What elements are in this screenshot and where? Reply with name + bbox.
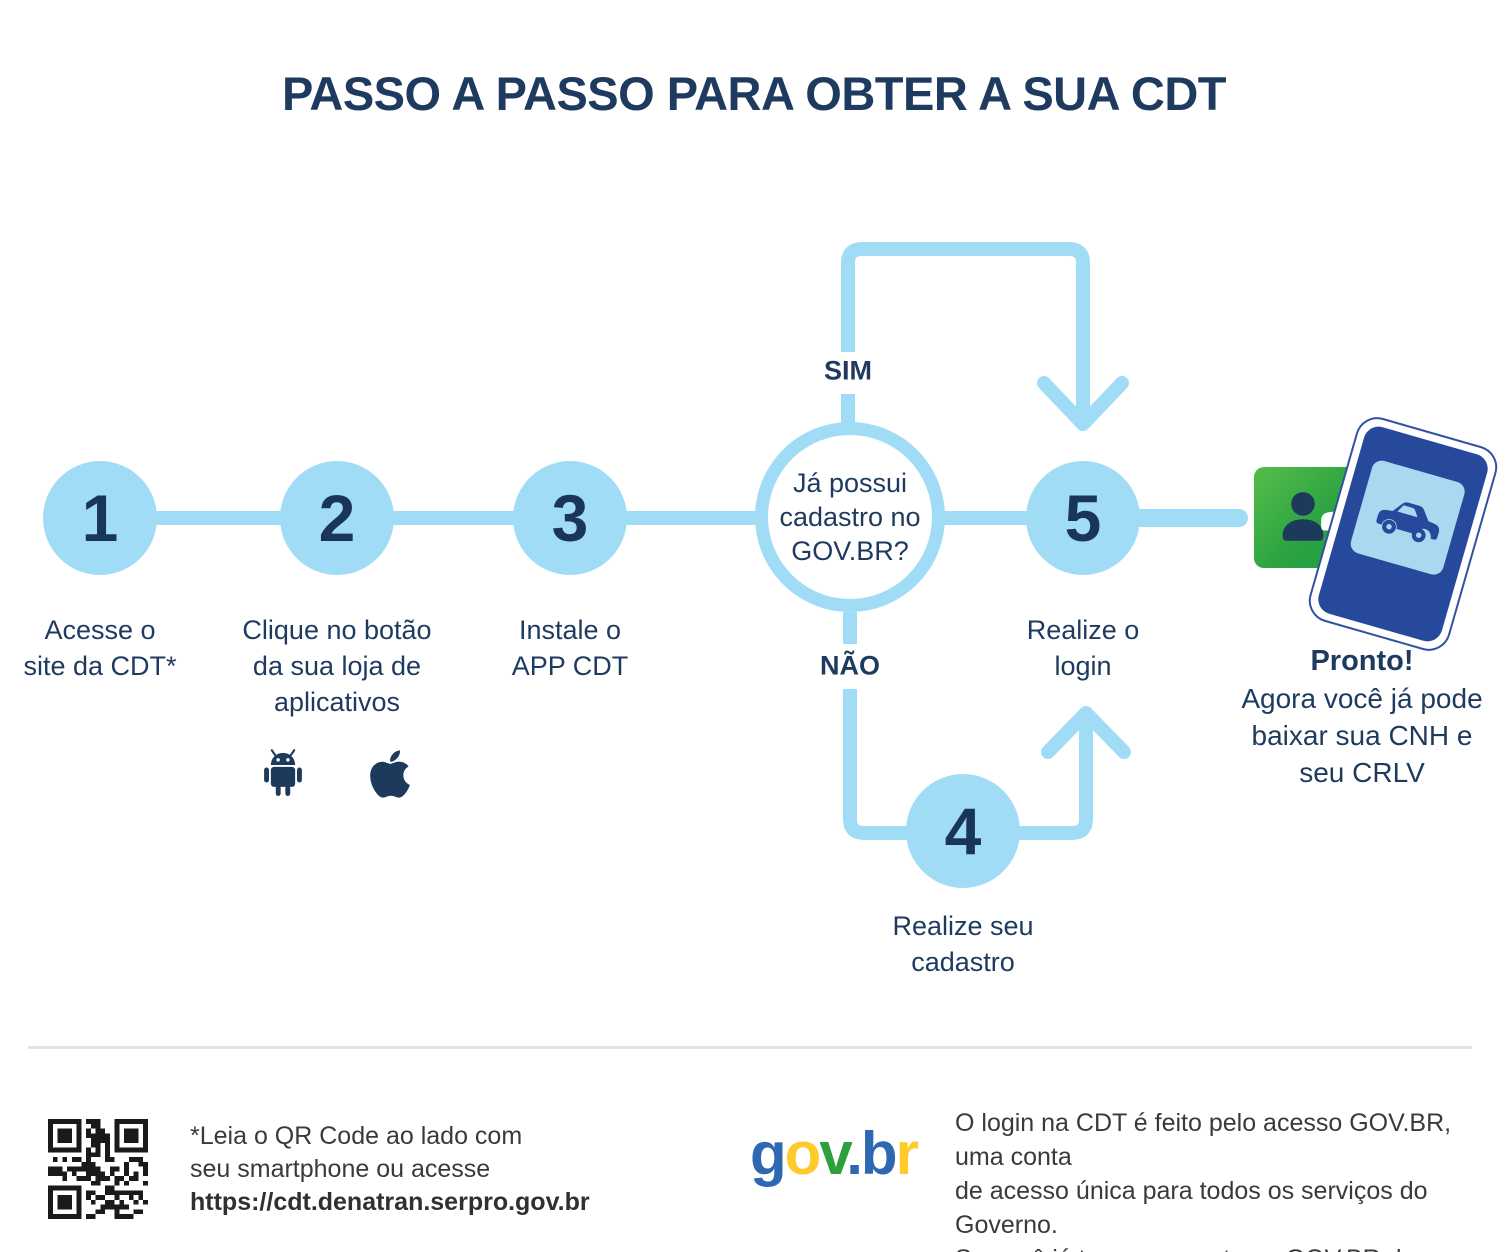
step-label-3: Instale o APP CDT [511, 615, 629, 681]
govbr-logo: gov.br [750, 1120, 919, 1187]
apple-icon [368, 747, 412, 801]
step-label-1: Acesse o site da CDT* [23, 615, 177, 681]
step-circle-4: 4 [906, 774, 1020, 888]
step-circle-2: 2 [280, 461, 394, 575]
flowline-sim-loop [841, 242, 1090, 420]
step-label-5: Realize o login [1026, 615, 1140, 681]
qr-note: *Leia o QR Code ao lado com seu smartpho… [190, 1122, 523, 1183]
govbr-letter: b [860, 1120, 898, 1187]
step-circle-5: 5 [1026, 461, 1140, 575]
step-circle-1: 1 [43, 461, 157, 575]
govbr-letter: g [750, 1120, 787, 1187]
decision-question: Já possui cadastro no GOV.BR? [779, 468, 921, 566]
step-label-4: Realize seu cadastro [892, 911, 1034, 977]
footer-divider [28, 1046, 1472, 1049]
govbr-letter: r [895, 1120, 919, 1187]
result-body: Agora você já pode baixar sua CNH e seu … [1241, 683, 1483, 788]
arrow-down-icon [1037, 376, 1129, 431]
car-icon [1376, 502, 1440, 543]
govbr-letter: . [846, 1120, 863, 1187]
qr-code [48, 1119, 148, 1219]
step-number-2: 2 [318, 481, 356, 555]
result-heading: Pronto! [1310, 645, 1414, 677]
arrow-up-icon [1041, 706, 1131, 759]
phone-screen-card [1348, 458, 1468, 578]
step-number-3: 3 [551, 481, 589, 555]
phone-screen [1314, 423, 1492, 645]
step-label-2: Clique no botão da sua loja de aplicativ… [242, 615, 432, 717]
person-icon [1282, 492, 1324, 541]
govbr-letter: v [819, 1120, 848, 1187]
branch-label-nao: NÃO [820, 650, 880, 681]
phone-icon [1303, 411, 1503, 657]
step-number-1: 1 [81, 481, 119, 555]
page-title: PASSO A PASSO PARA OBTER A SUA CDT [282, 67, 1226, 120]
step-circle-3: 3 [513, 461, 627, 575]
result-block: Pronto! Agora você já pode baixar sua CN… [1192, 642, 1508, 791]
govbr-letter: o [784, 1120, 822, 1187]
android-icon [255, 747, 311, 803]
footer-info: O login na CDT é feito pelo acesso GOV.B… [955, 1109, 1452, 1252]
branch-label-sim: SIM [823, 355, 873, 386]
qr-url: https://cdt.denatran.serpro.gov.br [190, 1188, 590, 1216]
step-number-5: 5 [1064, 481, 1102, 555]
step-number-4: 4 [944, 794, 982, 868]
decision-circle: Já possui cadastro no GOV.BR? [755, 422, 945, 612]
